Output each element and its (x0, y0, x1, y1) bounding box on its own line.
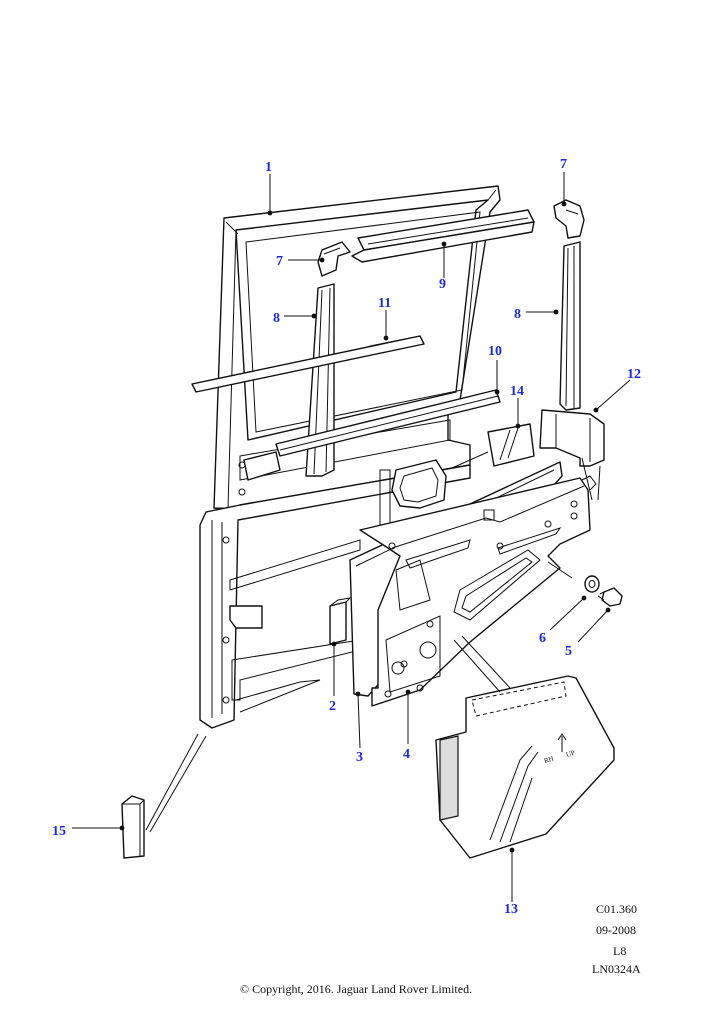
callout-5: 5 (565, 644, 572, 659)
part-14-small-glass (487, 423, 535, 467)
callout-1: 1 (265, 160, 272, 175)
callout-14: 14 (510, 384, 524, 399)
part-13-door-glass: RH UP (435, 675, 615, 859)
part-15-block (121, 795, 145, 859)
callout-12: 12 (627, 367, 641, 382)
callout-4: 4 (403, 747, 410, 762)
callout-10: 10 (488, 344, 502, 359)
part-12-bracket (539, 409, 605, 467)
copyright-notice: © Copyright, 2016. Jaguar Land Rover Lim… (240, 982, 472, 996)
glass-dir-mark: UP (565, 749, 576, 759)
diagram-code: C01.360 (596, 902, 637, 916)
leader-lines (72, 172, 631, 902)
lock-plate (391, 459, 447, 509)
glass-side-mark: RH (543, 754, 555, 765)
callout-8-left: 8 (273, 311, 280, 326)
callout-7-right: 7 (560, 157, 567, 172)
diagram-date: 09-2008 (596, 923, 636, 937)
part-2-block (329, 597, 352, 645)
callout-labels: 1 2 3 4 5 6 7 7 8 8 9 10 11 12 13 14 15 (52, 157, 641, 917)
part-6-washer (584, 575, 600, 593)
callout-13: 13 (504, 902, 518, 917)
callout-3: 3 (356, 750, 363, 765)
explode-lines (145, 451, 601, 833)
part-7-corner-right (553, 199, 585, 239)
callout-7-left: 7 (276, 254, 283, 269)
callout-11: 11 (378, 296, 391, 311)
part-10-lower-channel (243, 389, 501, 481)
part-7-corner-left (317, 241, 351, 277)
diagram-ref: LN0324A (592, 962, 641, 976)
diagram-level: L8 (613, 944, 626, 958)
callout-2: 2 (329, 699, 336, 714)
callout-15: 15 (52, 824, 66, 839)
callout-8-right: 8 (514, 307, 521, 322)
callout-6: 6 (539, 631, 546, 646)
part-11-waist-strip (191, 335, 425, 393)
part-4-inner-panel (359, 475, 597, 707)
callout-9: 9 (439, 277, 446, 292)
part-5-bolt (597, 587, 623, 607)
diagram-meta: C01.360 09-2008 L8 LN0324A (592, 902, 641, 976)
part-8-channel-right (559, 241, 581, 411)
